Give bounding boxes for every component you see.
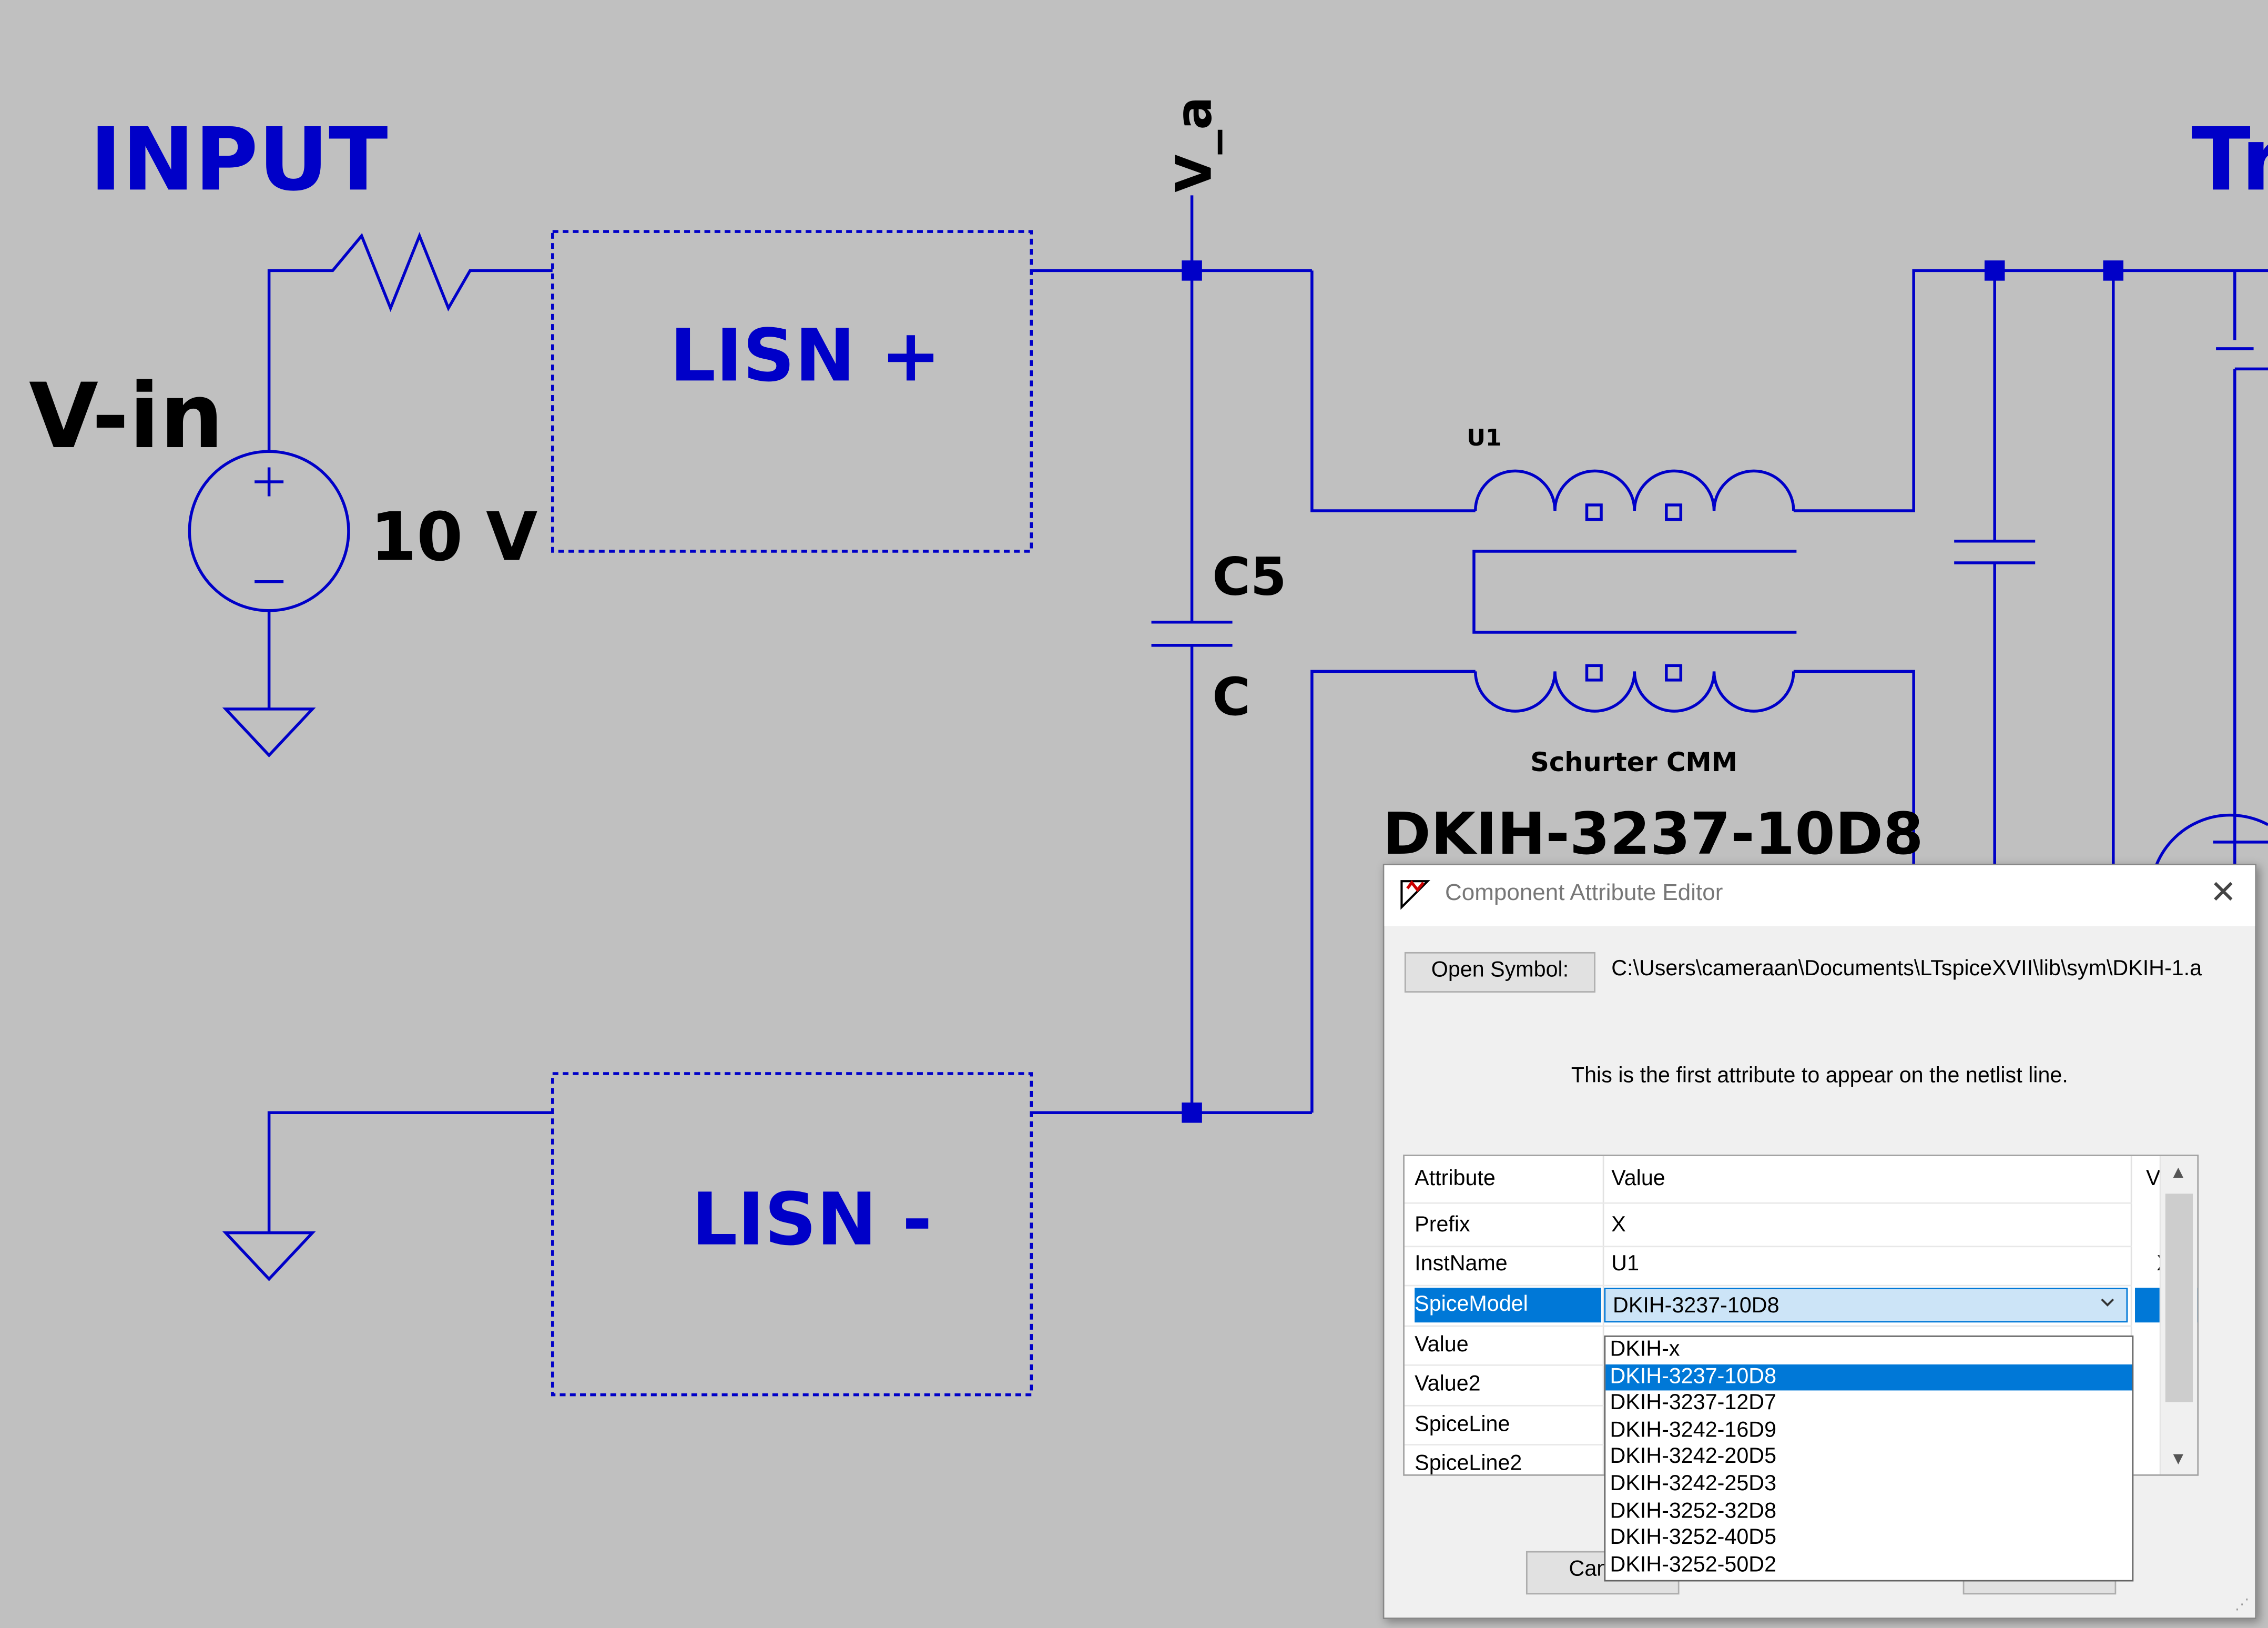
- row-attribute: InstName: [1415, 1251, 1508, 1277]
- dropdown-option[interactable]: DKIH-3237-12D7: [1610, 1390, 1777, 1415]
- combobox-value: DKIH-3237-10D8: [1613, 1293, 1779, 1318]
- resize-grip-icon[interactable]: ⋰: [2234, 1597, 2250, 1614]
- lisn-minus-box[interactable]: [551, 1072, 1033, 1397]
- symbol-path: C:\Users\cameraan\Documents\LTspiceXVII\…: [1611, 956, 2202, 981]
- wire-ground-lisn-minus: [267, 1111, 553, 1233]
- row-attribute: Prefix: [1415, 1212, 1470, 1237]
- grid-scrollbar[interactable]: ▲ ▼: [2159, 1156, 2198, 1474]
- label-source-value[interactable]: 10 V: [370, 499, 537, 576]
- label-lisn-plus: LISN +: [670, 314, 941, 398]
- spicemodel-dropdown-list[interactable]: DKIH-x DKIH-3237-10D8 DKIH-3237-12D7 DKI…: [1604, 1335, 2134, 1582]
- wire-source-top: [267, 231, 553, 453]
- dropdown-option[interactable]: DKIH-3242-20D5: [1610, 1444, 1777, 1469]
- row-attribute: Value2: [1415, 1371, 1481, 1397]
- label-v-in: V-in: [29, 365, 223, 469]
- table-row-selected[interactable]: SpiceModel DKIH-3237-10D8 X: [1405, 1286, 2198, 1325]
- scroll-down-icon[interactable]: ▼: [2170, 1448, 2187, 1469]
- ltspice-app-icon: [1400, 880, 1430, 910]
- row-value[interactable]: U1: [1611, 1251, 1640, 1277]
- label-tr: Tr: [2191, 109, 2268, 210]
- header-attribute: Attribute: [1415, 1166, 1496, 1191]
- table-row[interactable]: SpiceLine2: [1405, 1445, 2132, 1476]
- row-attribute: SpiceLine: [1415, 1412, 1510, 1437]
- spicemodel-combobox[interactable]: DKIH-3237-10D8: [1604, 1288, 2128, 1323]
- row-value[interactable]: X: [1611, 1212, 1626, 1237]
- dropdown-option[interactable]: DKIH-3242-25D3: [1610, 1471, 1777, 1496]
- dialog-title: Component Attribute Editor: [1445, 881, 1723, 906]
- table-row[interactable]: SpiceLine: [1405, 1407, 2132, 1445]
- label-cmm-model[interactable]: DKIH-3237-10D8: [1383, 800, 1924, 867]
- table-row[interactable]: Value: [1405, 1327, 2132, 1366]
- dropdown-option-selected[interactable]: DKIH-3237-10D8: [1605, 1363, 2132, 1391]
- grid-header: Attribute Value Vis.: [1405, 1160, 2182, 1199]
- cmm-bottom-winding[interactable]: [1473, 671, 1795, 713]
- lisn-plus-box[interactable]: [551, 230, 1033, 553]
- junction-dot: [2103, 260, 2124, 281]
- cmm-core: [1472, 550, 1797, 634]
- scroll-up-icon[interactable]: ▲: [2170, 1161, 2187, 1182]
- label-c5: C5: [1212, 547, 1287, 608]
- component-attribute-editor-dialog: Component Attribute Editor ✕ Open Symbol…: [1382, 864, 2257, 1620]
- attribute-hint: This is the first attribute to appear on…: [1571, 1063, 2068, 1088]
- label-v-a[interactable]: V_a: [1165, 97, 1223, 193]
- scroll-thumb[interactable]: [2165, 1194, 2193, 1402]
- row-attribute: SpiceLine2: [1415, 1451, 1522, 1476]
- voltage-source-symbol[interactable]: [188, 450, 350, 612]
- row-attribute: Value: [1415, 1332, 1469, 1358]
- dropdown-option[interactable]: DKIH-3242-16D9: [1610, 1418, 1777, 1442]
- close-icon[interactable]: ✕: [2210, 874, 2237, 911]
- label-lisn-minus: LISN -: [691, 1178, 932, 1262]
- table-row[interactable]: InstName U1 X: [1405, 1246, 2171, 1285]
- junction-dot: [1984, 260, 2005, 281]
- dialog-titlebar[interactable]: Component Attribute Editor ✕: [1384, 865, 2255, 926]
- row-attribute: SpiceModel: [1415, 1292, 1528, 1317]
- label-c-value[interactable]: C: [1212, 667, 1250, 727]
- label-input: INPUT: [90, 109, 388, 210]
- cmm-top-winding[interactable]: [1473, 469, 1795, 511]
- dropdown-option[interactable]: DKIH-3252-50D2: [1610, 1552, 1777, 1577]
- junction-dot: [1182, 1103, 1202, 1123]
- label-u1: U1: [1467, 424, 1501, 451]
- selection-highlight: [1415, 1288, 1602, 1323]
- label-cmm-desc: Schurter CMM: [1530, 747, 1737, 777]
- dropdown-option[interactable]: DKIH-x: [1610, 1337, 1680, 1362]
- dropdown-option[interactable]: DKIH-3252-40D5: [1610, 1525, 1777, 1550]
- chevron-down-icon[interactable]: [2100, 1295, 2115, 1310]
- table-row[interactable]: Value2: [1405, 1366, 2132, 1405]
- open-symbol-button[interactable]: Open Symbol:: [1404, 952, 1596, 993]
- junction-dot: [1182, 260, 1202, 281]
- ground-icon-2: [222, 1231, 316, 1281]
- table-row[interactable]: Prefix X: [1405, 1207, 2132, 1246]
- ground-icon: [222, 707, 316, 757]
- dropdown-option[interactable]: DKIH-3252-32D8: [1610, 1498, 1777, 1523]
- header-value: Value: [1611, 1166, 1665, 1191]
